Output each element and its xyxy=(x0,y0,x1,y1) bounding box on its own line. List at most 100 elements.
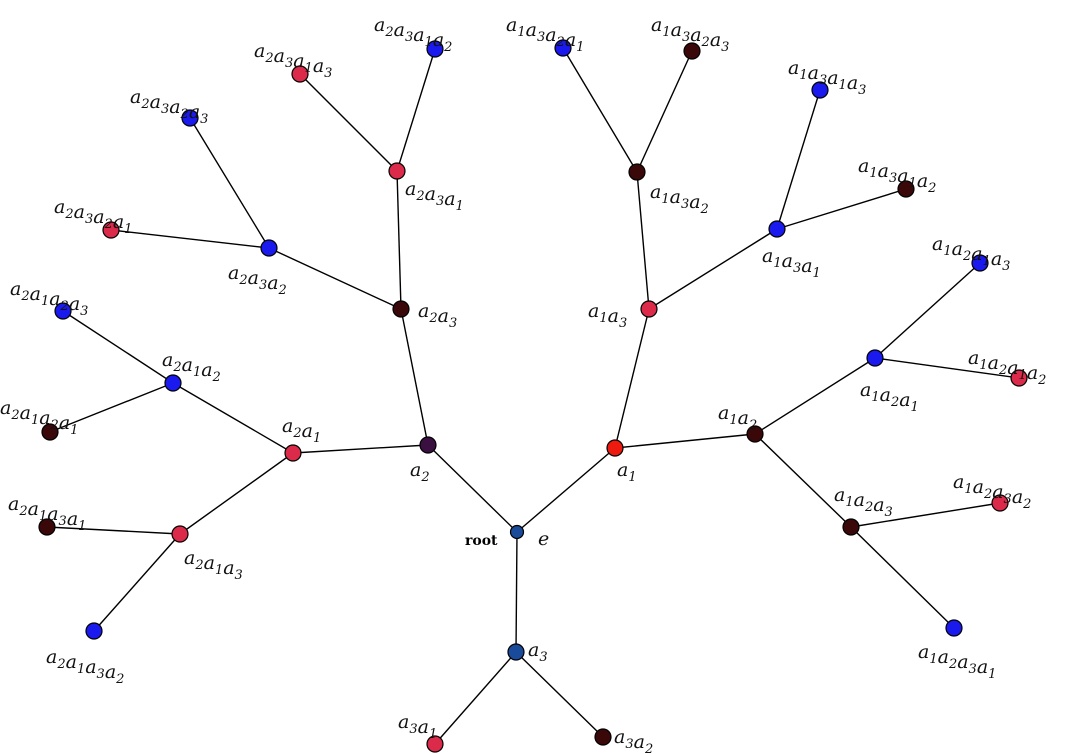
node-a2a3a2a3 xyxy=(181,109,199,127)
edge-a2a1a3-a2a1a3a1 xyxy=(46,526,181,535)
tree-edges xyxy=(46,47,1020,745)
label-a1a2a1a2: a1a2a1a2 xyxy=(968,347,1046,388)
label-a1a3a2a3: a1a3a2a3 xyxy=(651,14,729,55)
label-a2a1: a2a1 xyxy=(282,415,321,446)
node-a2a3a1a2 xyxy=(426,40,444,58)
label-a1a2a1: a1a2a1 xyxy=(860,379,919,415)
node-a1a3a2a1 xyxy=(554,39,572,57)
edge-a2a1a2-a2a1a2a3 xyxy=(62,310,174,384)
label-a2a3a1a3: a2a3a1a3 xyxy=(254,40,332,81)
edge-a1a3a2-a1a3a2a3 xyxy=(636,50,693,173)
edge-a2a3a2-a2a3a2a3 xyxy=(189,117,270,249)
node-dot-a2a1a2a1 xyxy=(41,423,59,441)
node-dot-a2a3a1 xyxy=(388,162,406,180)
edge-a2a1a3-a2a1a3a2 xyxy=(93,533,181,632)
node-a2a3a2a1 xyxy=(102,221,120,239)
node-dot-a2a3a2a1 xyxy=(102,221,120,239)
node-dot-a1a2a3a2 xyxy=(991,494,1009,512)
label-a1a3a2a1: a1a3a2a1 xyxy=(506,14,584,55)
node-dot-a2a1a2 xyxy=(164,374,182,392)
node-a1a3a2a3 xyxy=(683,42,701,60)
tree-nodes xyxy=(38,39,1028,753)
edge-a2-a2a1 xyxy=(292,444,429,454)
label-a3: a3 xyxy=(528,639,548,665)
node-dot-a1a3a2a1 xyxy=(554,39,572,57)
node-a2a1a3a1 xyxy=(38,518,56,536)
node-a1a3a1a3 xyxy=(811,81,829,99)
label-a1a3a2: a1a3a2 xyxy=(650,181,709,217)
node-a3a2 xyxy=(594,728,612,746)
node-a3 xyxy=(507,643,525,661)
node-dot-a2a1a3a1 xyxy=(38,518,56,536)
label-a2a1a2a1: a2a1a2a1 xyxy=(0,397,78,438)
label-a1a3a1a2: a1a3a1a2 xyxy=(858,155,936,196)
node-a1a3a1a2 xyxy=(897,180,915,198)
label-a2a3a2: a2a3a2 xyxy=(228,262,287,298)
node-dot-a3 xyxy=(507,643,525,661)
root-label: root xyxy=(465,533,498,549)
node-a1a2a1 xyxy=(866,349,884,367)
edge-a1-a1a3 xyxy=(614,308,650,449)
node-a2a1a3 xyxy=(171,525,189,543)
edge-a1a2-a1a2a1 xyxy=(754,357,876,435)
label-a2a3a1: a2a3a1 xyxy=(405,178,464,214)
node-dot-a1a2a3a1 xyxy=(945,619,963,637)
label-a2a3a2a3: a2a3a2a3 xyxy=(130,86,208,127)
node-a1a2a3a1 xyxy=(945,619,963,637)
node-dot-a1a3a1a2 xyxy=(897,180,915,198)
node-dot-a2a1 xyxy=(284,444,302,462)
label-a1a3a1: a1a3a1 xyxy=(762,245,821,281)
node-dot-a1a2a1a2 xyxy=(1010,369,1028,387)
label-a2a3: a2a3 xyxy=(418,300,457,331)
edge-a1a3a1-a1a3a1a3 xyxy=(776,89,821,230)
edge-e-a1 xyxy=(516,447,616,533)
node-a2 xyxy=(419,436,437,454)
node-a1a3 xyxy=(640,300,658,318)
edge-a2a3a2-a2a3a2a1 xyxy=(110,229,270,249)
label-a1a2a1a3: a1a2a1a3 xyxy=(932,233,1010,274)
node-dot-a2a1a2a3 xyxy=(54,302,72,320)
edge-a2a3a1-a2a3a1a2 xyxy=(396,48,436,172)
edge-a1-a1a2 xyxy=(614,433,756,449)
edge-a1a3-a1a3a1 xyxy=(648,228,778,310)
edge-a2a3-a2a3a1 xyxy=(396,170,402,310)
node-dot-a1a3 xyxy=(640,300,658,318)
node-dot-a1a3a2 xyxy=(628,163,646,181)
node-a1a3a2 xyxy=(628,163,646,181)
node-dot-e xyxy=(509,524,525,540)
node-dot-a1a2a1a3 xyxy=(971,254,989,272)
node-a1a2a1a3 xyxy=(971,254,989,272)
edge-a1a2-a1a2a3 xyxy=(754,433,852,528)
edge-e-a2 xyxy=(427,444,518,533)
identity-label: e xyxy=(538,528,549,550)
edge-a2a3a1-a2a3a1a3 xyxy=(299,73,398,172)
node-a1a2a1a2 xyxy=(1010,369,1028,387)
label-a1a3a1a3: a1a3a1a3 xyxy=(788,57,866,98)
edge-a2a3-a2a3a2 xyxy=(268,247,402,310)
label-a2a1a3a2: a2a1a3a2 xyxy=(46,646,124,687)
edge-a2a1-a2a1a2 xyxy=(172,382,294,454)
node-a1a3a1 xyxy=(768,220,786,238)
label-a1a3: a1a3 xyxy=(588,300,627,331)
edge-a1a2a1-a1a2a1a3 xyxy=(874,262,981,359)
label-a2: a2 xyxy=(410,459,430,485)
node-dot-a3a2 xyxy=(594,728,612,746)
node-e xyxy=(509,524,525,540)
node-dot-a2a3a2a3 xyxy=(181,109,199,127)
edge-a2a1-a2a1a3 xyxy=(179,452,294,535)
node-a1a2 xyxy=(746,425,764,443)
label-a2a1a2a3: a2a1a2a3 xyxy=(10,278,88,319)
edge-e-a3 xyxy=(515,531,518,653)
node-dot-a3a1 xyxy=(426,735,444,753)
node-dot-a2a1a3a2 xyxy=(85,622,103,640)
node-a2a3a2 xyxy=(260,239,278,257)
node-a3a1 xyxy=(426,735,444,753)
label-a1a2a3: a1a2a3 xyxy=(834,484,893,520)
label-a2a1a2: a2a1a2 xyxy=(162,349,221,385)
edge-a2a1a2-a2a1a2a1 xyxy=(49,382,174,433)
node-dot-a1a2 xyxy=(746,425,764,443)
node-dot-a2a3a1a3 xyxy=(291,65,309,83)
node-dot-a1a2a3 xyxy=(842,518,860,536)
